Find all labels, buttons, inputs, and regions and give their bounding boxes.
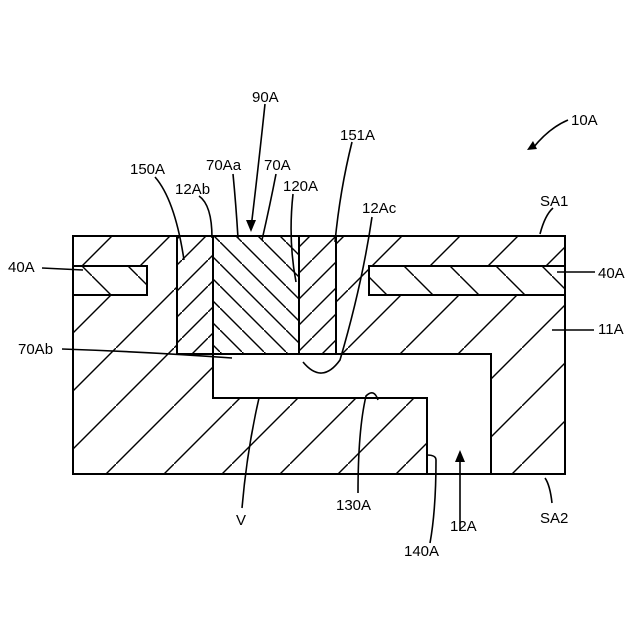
label-140A: 140A [404, 543, 439, 560]
label-70Ab: 70Ab [18, 341, 53, 358]
label-12Ac: 12Ac [362, 200, 397, 217]
label-70Aa: 70Aa [206, 157, 242, 174]
label-130A: 130A [336, 497, 371, 514]
label-12A: 12A [450, 518, 477, 535]
label-10A: 10A [571, 112, 598, 129]
label-40A-right: 40A [598, 265, 625, 282]
liner-right-hatch [299, 236, 336, 354]
layer-40A-right-hatch [369, 266, 565, 295]
layer-40A-left-hatch [73, 266, 147, 295]
label-120A: 120A [283, 178, 318, 195]
label-70A-top: 70A [264, 157, 291, 174]
label-11A: 11A [598, 321, 624, 338]
label-90A: 90A [252, 89, 279, 106]
label-151A: 151A [340, 127, 375, 144]
label-40A-left: 40A [8, 259, 35, 276]
label-V: V [236, 512, 246, 529]
label-150A: 150A [130, 161, 165, 178]
label-12Ab: 12Ab [175, 181, 210, 198]
label-SA2: SA2 [540, 510, 568, 527]
label-SA1: SA1 [540, 193, 568, 210]
plug-70A-hatch [213, 236, 299, 354]
